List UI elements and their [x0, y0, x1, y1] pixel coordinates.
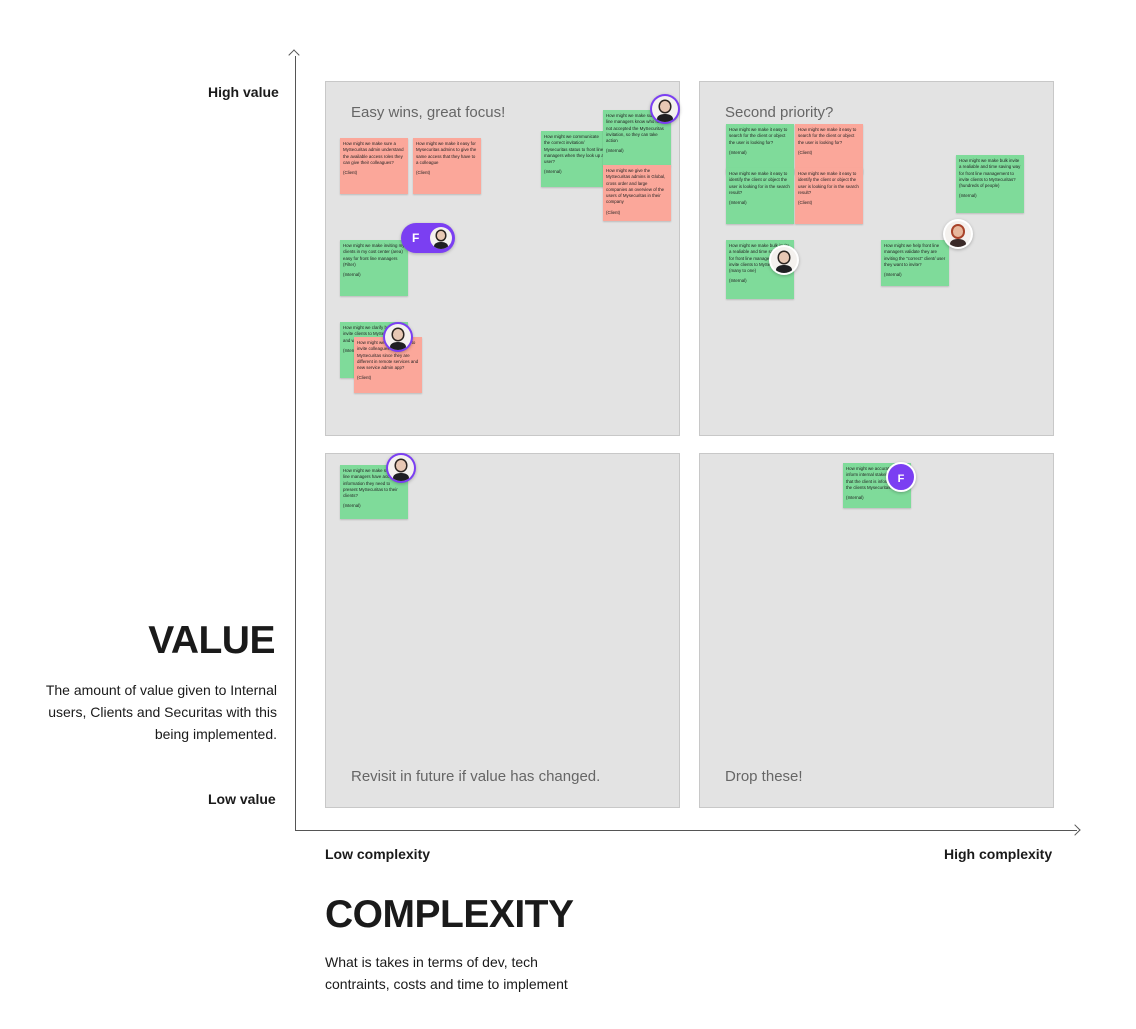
collaborator-initial-badge[interactable]: F — [886, 462, 916, 492]
person-icon — [385, 324, 411, 350]
sticky-note[interactable]: How might we communicate the correct inv… — [541, 131, 609, 187]
note-tag: (Client) — [357, 375, 372, 381]
collaborator-avatar — [428, 225, 454, 251]
note-tag: (Client) — [798, 149, 813, 155]
note-tag: (Internal) — [544, 169, 562, 175]
note-text: How might we make it easy to identify th… — [729, 171, 790, 195]
high-value-label: High value — [208, 84, 279, 100]
value-axis — [295, 56, 296, 830]
quadrant-label: Second priority? — [725, 104, 834, 121]
quadrant-label: Revisit in future if value has changed. — [351, 768, 601, 785]
note-text: How might we make it easy to search for … — [729, 127, 788, 145]
sticky-note[interactable]: How might we make it easy to search for … — [726, 124, 794, 174]
person-icon — [945, 221, 971, 247]
note-tag: (Internal) — [846, 495, 864, 501]
arrow-up-icon — [288, 49, 300, 61]
sticky-note[interactable]: How might we make it easy for Mysecurita… — [413, 138, 481, 194]
collaborator-avatar[interactable] — [386, 453, 416, 483]
note-text: How might we give the MySecuritas admins… — [606, 168, 666, 205]
arrow-right-icon — [1069, 824, 1081, 836]
note-text: How might we make inviting my clients in… — [343, 243, 405, 267]
sticky-note[interactable]: How might we make it easy to search for … — [795, 124, 863, 174]
note-text: How might we make it easy for Mysecurita… — [416, 141, 477, 165]
note-tag: (Client) — [343, 170, 358, 176]
note-text: How might we communicate the correct inv… — [544, 134, 604, 165]
note-tag: (Client) — [606, 209, 621, 215]
value-title: VALUE — [148, 619, 275, 662]
collaborator-initial: F — [412, 231, 420, 245]
complexity-title: COMPLEXITY — [325, 893, 574, 936]
low-value-label: Low value — [208, 791, 276, 807]
sticky-note[interactable]: How might we make sure a MySecuritas adm… — [340, 138, 408, 194]
quadrant-label: Easy wins, great focus! — [351, 104, 506, 121]
value-description: The amount of value given to Internal us… — [45, 682, 277, 742]
sticky-note[interactable]: How might we make inviting my clients in… — [340, 240, 408, 296]
note-text: How might we make sure a MySecuritas adm… — [343, 141, 404, 165]
person-icon — [771, 247, 797, 273]
complexity-description: What is takes in terms of dev, tech cont… — [325, 954, 568, 992]
note-text: How might we make it easy to search for … — [798, 127, 857, 145]
collaborator-avatar[interactable] — [769, 245, 799, 275]
sticky-note[interactable]: How might we make it easy to identify th… — [726, 168, 794, 224]
note-text: How might we help front line managers va… — [884, 243, 946, 267]
sticky-note[interactable]: How might we make it easy to identify th… — [795, 168, 863, 224]
note-text: How might we accurately inform internal … — [846, 466, 908, 490]
collaborator-avatar[interactable] — [943, 219, 973, 249]
note-tag: (Internal) — [729, 149, 747, 155]
quadrant-drop: Drop these! — [699, 453, 1054, 808]
collaborator-avatar[interactable] — [650, 94, 680, 124]
note-tag: (Internal) — [729, 278, 747, 284]
note-tag: (Internal) — [606, 148, 624, 154]
sticky-note[interactable]: How might we help front line managers va… — [881, 240, 949, 286]
note-text: How might we make sure front line manage… — [606, 113, 666, 144]
note-tag: (Internal) — [343, 347, 361, 353]
note-tag: (Client) — [416, 170, 431, 176]
note-tag: (Client) — [798, 200, 813, 206]
note-text: How might we make sure front line manage… — [343, 468, 403, 499]
quadrant-label: Drop these! — [725, 768, 803, 785]
note-tag: (Internal) — [729, 200, 747, 206]
note-text: How might we make bulk invite a realiabl… — [729, 243, 791, 274]
person-icon — [430, 227, 452, 249]
low-complexity-label: Low complexity — [325, 846, 431, 862]
complexity-axis — [295, 830, 1077, 831]
high-complexity-label: High complexity — [944, 846, 1053, 862]
note-text: How might we make it easy to identify th… — [798, 171, 859, 195]
person-icon — [652, 96, 678, 122]
note-tag: (Internal) — [343, 503, 361, 509]
note-text: How might we make bulk invite a realiabl… — [959, 158, 1021, 189]
note-tag: (Internal) — [884, 272, 902, 278]
collaborator-avatar[interactable] — [383, 322, 413, 352]
person-icon — [388, 455, 414, 481]
sticky-note[interactable]: How might we give the MySecuritas admins… — [603, 165, 671, 221]
note-tag: (Internal) — [959, 193, 977, 199]
sticky-note[interactable]: How might we make bulk invite a realiabl… — [956, 155, 1024, 213]
note-tag: (Internal) — [343, 272, 361, 278]
collaborator-cursor[interactable]: F — [401, 223, 455, 253]
